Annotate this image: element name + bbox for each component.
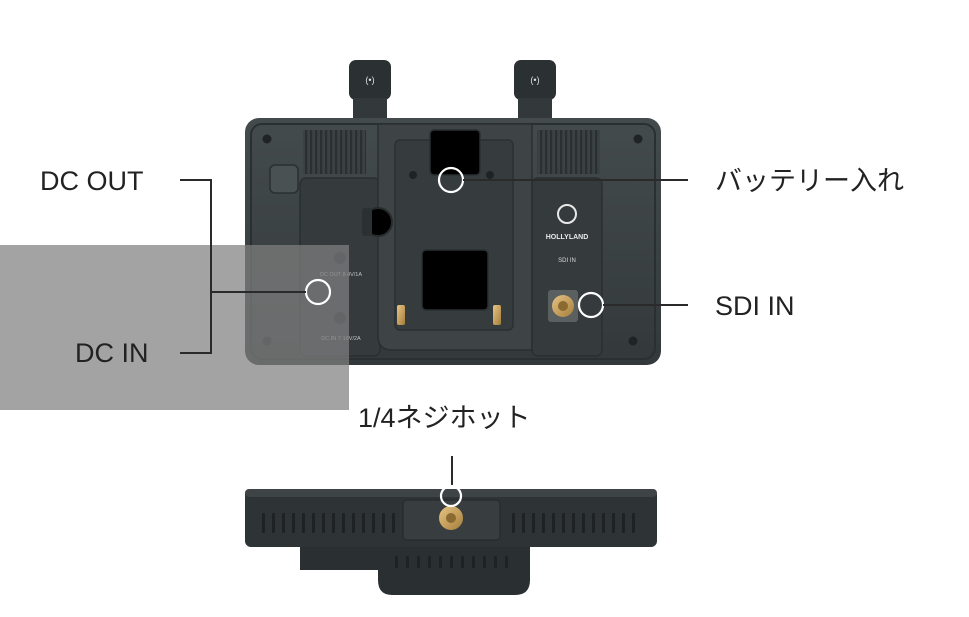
vent-slot — [322, 513, 325, 533]
vent-slot — [342, 513, 345, 533]
vent-slot — [272, 513, 275, 533]
vent-slot — [494, 556, 497, 568]
vent-slot — [450, 556, 453, 568]
vent-slot — [406, 556, 409, 568]
label-screw: 1/4ネジホット — [358, 403, 531, 433]
sdi-connector — [548, 290, 578, 322]
vent-slot — [612, 513, 615, 533]
vent-slot — [622, 513, 625, 533]
screw-icon — [633, 134, 643, 144]
vent-slot — [382, 513, 385, 533]
sdi-port-label: SDI IN — [558, 258, 576, 264]
label-battery: バッテリー入れ — [715, 166, 904, 196]
hollyland-logo-icon — [557, 204, 577, 224]
dc-bracket-line — [180, 179, 306, 354]
vent-slot — [562, 513, 565, 533]
svg-text:(•): (•) — [365, 75, 374, 85]
vent-slot — [352, 513, 355, 533]
screw-icon — [628, 336, 638, 346]
vent-slot — [282, 513, 285, 533]
vent-slot — [428, 556, 431, 568]
vent-slots — [262, 513, 635, 533]
vent-slot — [532, 513, 535, 533]
vent-slot — [362, 513, 365, 533]
monitor-bottom-view — [245, 456, 657, 595]
vent-slot — [632, 513, 635, 533]
label-dc-out: DC OUT — [40, 166, 144, 196]
battery-plate — [362, 123, 533, 351]
vent-slot — [542, 513, 545, 533]
vent-slot — [572, 513, 575, 533]
vent-slot — [592, 513, 595, 533]
vent-slot — [292, 513, 295, 533]
vent-slot — [372, 513, 375, 533]
vent-grille-left — [303, 130, 366, 174]
vent-slot — [512, 513, 515, 533]
vent-slot — [302, 513, 305, 533]
vent-slot — [582, 513, 585, 533]
vent-slot — [522, 513, 525, 533]
antenna-right: (•) — [514, 60, 556, 128]
vent-slot — [312, 513, 315, 533]
vent-slot — [505, 556, 508, 568]
label-sdi-in: SDI IN — [715, 291, 795, 321]
vent-slot — [461, 556, 464, 568]
vent-slots-lower — [395, 556, 508, 568]
vent-slot — [483, 556, 486, 568]
function-button — [269, 164, 299, 194]
vent-slot — [332, 513, 335, 533]
vent-slot — [392, 513, 395, 533]
vent-grille-right — [537, 130, 600, 174]
vent-slot — [439, 556, 442, 568]
svg-text:(•): (•) — [530, 75, 539, 85]
vent-slot — [417, 556, 420, 568]
vent-slot — [395, 556, 398, 568]
antenna-left: (•) — [349, 60, 391, 128]
screw-icon — [262, 134, 272, 144]
vent-slot — [602, 513, 605, 533]
vent-slot — [472, 556, 475, 568]
vent-slot — [262, 513, 265, 533]
highlight-overlay — [0, 245, 349, 410]
vent-slot — [552, 513, 555, 533]
label-dc-in: DC IN — [75, 338, 149, 368]
brand-label: HOLLYLAND — [546, 234, 589, 241]
